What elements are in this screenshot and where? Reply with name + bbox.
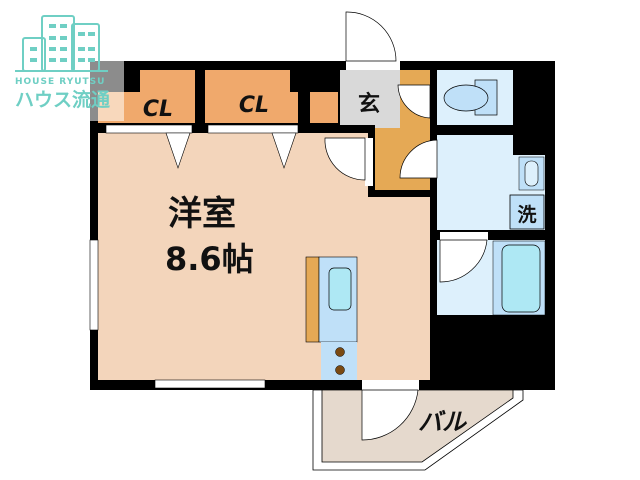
burner-1 [335, 347, 345, 357]
burner-2 [335, 365, 345, 375]
bathtub-basin [501, 244, 541, 313]
closet-door-marker-2 [271, 132, 297, 169]
balcony-door-opening [362, 380, 419, 390]
closet-2 [205, 70, 298, 123]
closet-1-label: CL [143, 97, 173, 122]
logo-text-ja: ハウス流通 [15, 88, 111, 111]
washer-space [509, 194, 545, 230]
kitchen-counter [305, 256, 320, 343]
room-size-label: 8.6帖 [165, 240, 254, 278]
room-name-label: 洋室 [168, 194, 236, 234]
entrance-door-opening [346, 61, 400, 70]
kitchen-sink [328, 267, 352, 311]
room-door-opening [365, 138, 373, 186]
bath-door[interactable] [439, 239, 488, 283]
bath-door-opening [440, 232, 488, 240]
logo-text-en: HOUSE RYUTSU [15, 77, 105, 87]
closet-small [310, 92, 338, 123]
entrance-label: 玄 [358, 91, 380, 117]
room-door[interactable] [324, 137, 366, 181]
company-logo: HOUSE RYUTSU ハウス流通 [0, 15, 124, 121]
window-left [89, 239, 99, 331]
entrance-door[interactable] [345, 11, 397, 62]
window-bottom [154, 379, 266, 389]
closet-2-label: CL [239, 93, 269, 118]
closet-door-1[interactable] [105, 124, 193, 134]
closet-door-marker-1 [165, 132, 191, 169]
toilet-door[interactable] [397, 84, 431, 119]
closet-door-2[interactable] [207, 124, 299, 134]
washroom-door[interactable] [399, 139, 438, 179]
balcony-door[interactable] [361, 389, 419, 441]
toilet-bowl [443, 84, 489, 112]
entrance [340, 70, 400, 128]
washer-label: 洗 [517, 203, 536, 226]
washbasin-bowl [524, 160, 539, 187]
balcony-label: バル [418, 408, 468, 436]
